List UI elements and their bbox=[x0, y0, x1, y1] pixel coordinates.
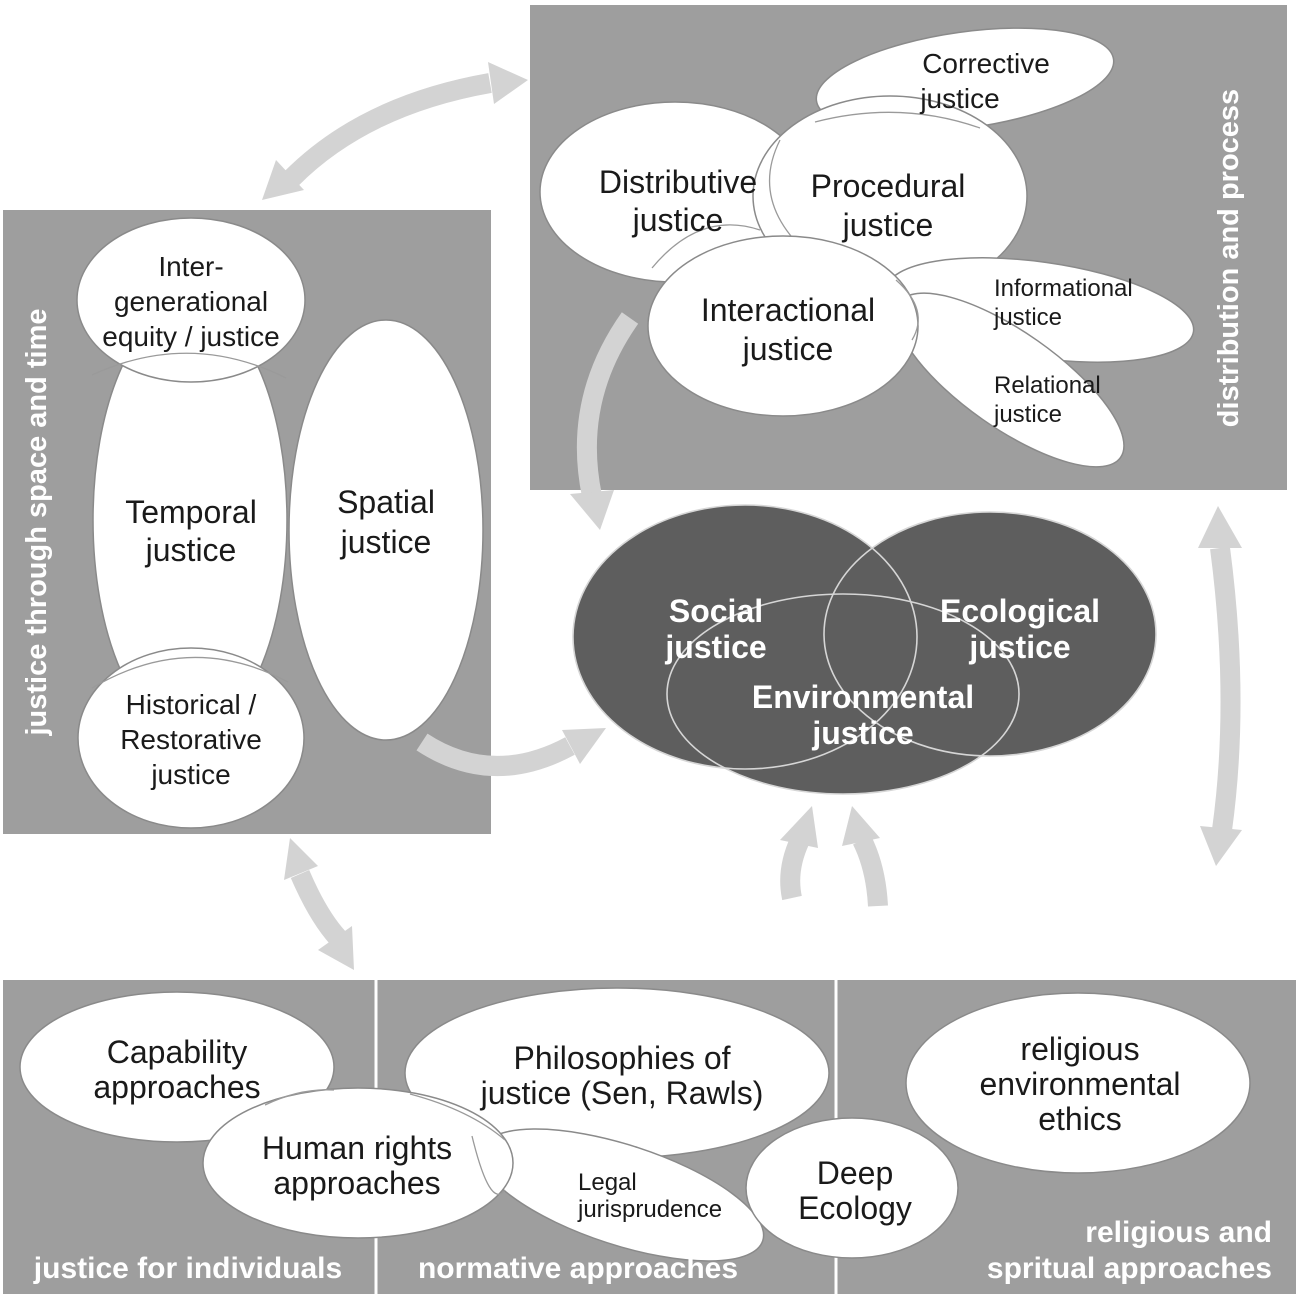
philosophies-line2: justice (Sen, Rawls) bbox=[480, 1075, 764, 1111]
corrective-line1: Corrective bbox=[922, 48, 1050, 79]
distribution-panel-label: distribution and process bbox=[1213, 89, 1245, 427]
human-rights-ellipse bbox=[202, 1087, 514, 1239]
religious-panel-label-1: religious and bbox=[1085, 1216, 1272, 1249]
philosophies-line1: Philosophies of bbox=[513, 1040, 730, 1076]
capability-ellipse bbox=[19, 991, 335, 1143]
religious-ethics-line1: religious bbox=[1020, 1031, 1139, 1067]
temporal-line1: Temporal bbox=[125, 494, 257, 530]
space-time-panel-label: justice through space and time bbox=[21, 308, 53, 736]
social-line2: justice bbox=[664, 629, 766, 665]
arrow-spacetime-bottom bbox=[284, 838, 354, 970]
normative-panel-label: normative approaches bbox=[418, 1252, 738, 1285]
interactional-line2: justice bbox=[742, 331, 834, 367]
historical-line3: justice bbox=[150, 759, 230, 790]
religious-ethics-line2: environmental bbox=[980, 1066, 1181, 1102]
historical-line2: Restorative bbox=[120, 724, 262, 755]
deep-ecology-ellipse bbox=[745, 1117, 959, 1259]
arrow-bottom-to-core-2 bbox=[842, 806, 888, 907]
arrow-spacetime-to-core bbox=[416, 728, 606, 777]
legal-line1: Legal bbox=[578, 1169, 637, 1196]
social-line1: Social bbox=[669, 593, 763, 629]
informational-line1: Informational bbox=[994, 275, 1133, 302]
temporal-line2: justice bbox=[145, 532, 237, 568]
environmental-line2: justice bbox=[811, 715, 913, 751]
historical-line1: Historical / bbox=[126, 689, 257, 720]
spatial-line2: justice bbox=[340, 524, 432, 560]
intergenerational-line1: Inter- bbox=[158, 251, 223, 282]
capability-line2: approaches bbox=[93, 1069, 260, 1105]
spatial-line1: Spatial bbox=[337, 484, 435, 520]
arrow-spacetime-distribution bbox=[262, 62, 528, 200]
capability-line1: Capability bbox=[107, 1034, 248, 1070]
intergenerational-line3: equity / justice bbox=[102, 321, 279, 352]
arrow-distribution-to-core bbox=[570, 312, 639, 530]
informational-line2: justice bbox=[993, 304, 1062, 331]
ecological-line1: Ecological bbox=[940, 593, 1100, 629]
relational-line1: Relational bbox=[994, 372, 1101, 399]
environmental-justice-ellipse bbox=[667, 594, 1019, 794]
distributive-line2: justice bbox=[632, 202, 724, 238]
ecological-line2: justice bbox=[968, 629, 1070, 665]
religious-ethics-line3: ethics bbox=[1038, 1101, 1122, 1137]
procedural-line2: justice bbox=[842, 207, 934, 243]
distributive-line1: Distributive bbox=[599, 164, 757, 200]
deep-ecology-line2: Ecology bbox=[798, 1190, 912, 1226]
human-rights-line2: approaches bbox=[273, 1165, 440, 1201]
corrective-line2: justice bbox=[919, 83, 999, 114]
arrow-distribution-bottom bbox=[1198, 506, 1242, 866]
intergenerational-ellipse bbox=[76, 217, 306, 383]
legal-line2: jurisprudence bbox=[577, 1196, 722, 1223]
intergenerational-line2: generational bbox=[114, 286, 268, 317]
historical-ellipse bbox=[77, 647, 305, 829]
relational-line2: justice bbox=[993, 401, 1062, 428]
arrow-bottom-to-core-1 bbox=[780, 806, 818, 901]
deep-ecology-line1: Deep bbox=[817, 1155, 894, 1191]
human-rights-line1: Human rights bbox=[262, 1130, 452, 1166]
individuals-panel-label: justice for individuals bbox=[33, 1252, 342, 1285]
interactional-line1: Interactional bbox=[701, 292, 875, 328]
procedural-line1: Procedural bbox=[811, 168, 966, 204]
spatial-justice-ellipse bbox=[288, 319, 484, 741]
environmental-line1: Environmental bbox=[752, 679, 974, 715]
religious-ethics-ellipse bbox=[905, 992, 1251, 1174]
religious-panel-label-2: spritual approaches bbox=[987, 1252, 1272, 1285]
